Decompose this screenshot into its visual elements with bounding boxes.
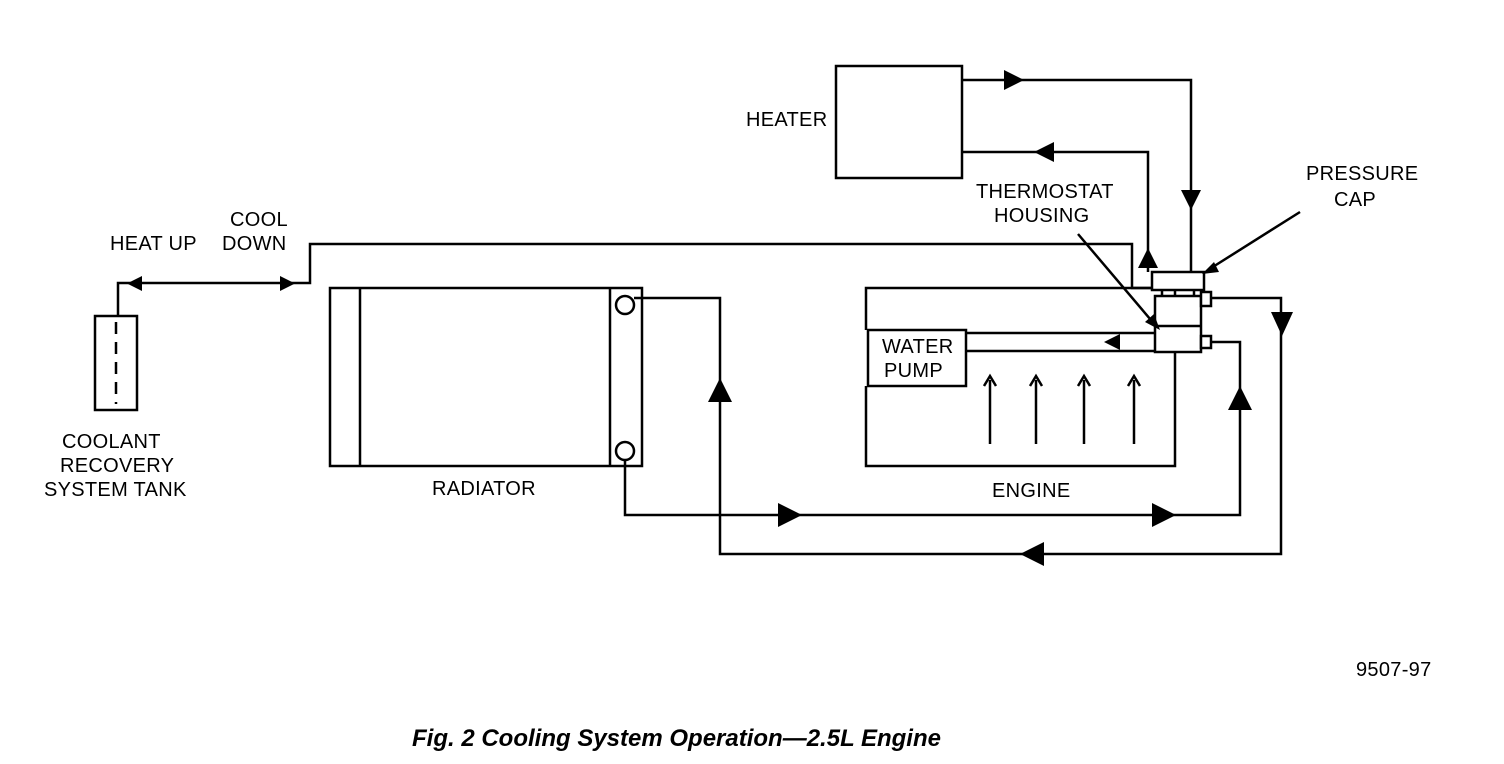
heat-up-label: HEAT UP <box>110 233 197 255</box>
heater-label: HEATER <box>746 109 827 131</box>
radiator-inlet <box>614 294 636 316</box>
upper-hose-left-arrow <box>1020 542 1044 566</box>
heat-up-arrow <box>127 276 142 291</box>
water-pump-label-1: WATER <box>882 336 954 358</box>
lower-hose-arrow-2 <box>1152 503 1176 527</box>
cool-down-arrow <box>280 276 295 291</box>
upper-hose-down-arrow <box>1271 312 1293 336</box>
upper-hose-up-arrow <box>708 378 732 402</box>
thermostat-housing <box>1153 290 1213 354</box>
water-pump <box>866 328 968 388</box>
lower-hose <box>623 340 1242 517</box>
heater-down-arrow <box>1181 190 1201 210</box>
heater <box>834 64 964 180</box>
water-pump-label-2: PUMP <box>884 360 943 382</box>
pressure-cap-leader-head <box>1202 262 1219 274</box>
radiator-label: RADIATOR <box>432 478 536 500</box>
upper-hose <box>634 296 1283 556</box>
pressure-cap-label-1: PRESSURE <box>1306 163 1418 185</box>
engine-label: ENGINE <box>992 480 1070 502</box>
thermostat-housing-label-2: HOUSING <box>994 205 1089 227</box>
engine <box>864 286 1177 468</box>
pressure-cap <box>1150 270 1206 296</box>
heater-up-arrow <box>1138 248 1158 268</box>
lower-hose-up-arrow <box>1228 386 1252 410</box>
thermostat-leader-head <box>1145 314 1160 330</box>
coolant-tank-label-1: COOLANT <box>62 431 161 453</box>
heater-return-hose <box>962 150 1150 272</box>
coolant-tank-label-2: RECOVERY <box>60 455 174 477</box>
pressure-cap-label-2: CAP <box>1334 189 1376 211</box>
radiator-outlet <box>614 440 636 462</box>
cool-down-label-1: COOL <box>230 209 288 231</box>
radiator <box>328 286 644 468</box>
thermostat-leader <box>1077 233 1157 327</box>
bypass-arrow <box>1104 334 1120 350</box>
figure-caption: Fig. 2 Cooling System Operation—2.5L Eng… <box>412 725 941 752</box>
figure-code: 9507-97 <box>1356 659 1432 681</box>
heater-supply-arrow <box>1004 70 1024 90</box>
engine-flow-arrows <box>982 373 1142 444</box>
coolant-recovery-tank <box>93 314 139 412</box>
lower-hose-arrow-1 <box>778 503 802 527</box>
heater-return-arrow <box>1034 142 1054 162</box>
cool-down-label-2: DOWN <box>222 233 287 255</box>
coolant-tank-label-3: SYSTEM TANK <box>44 479 187 501</box>
thermostat-housing-label-1: THERMOSTAT <box>976 181 1114 203</box>
pressure-cap-leader <box>1207 210 1301 272</box>
